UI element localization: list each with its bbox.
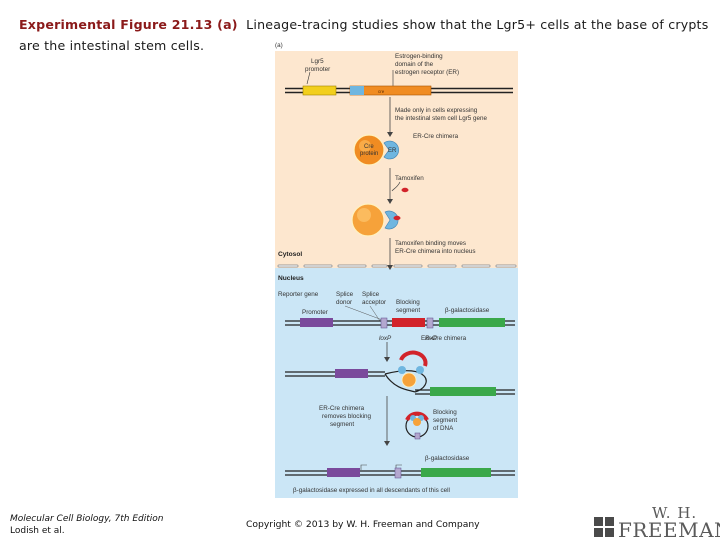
loxp-label-1: loxP	[379, 335, 392, 342]
tamoxifen-binding-2: ER-Cre chimera into nucleus	[395, 248, 476, 255]
lineage-tracing-diagram: (a) Lgr5 promoter Estrogen-binding domai…	[275, 42, 518, 498]
er-domain-bound	[384, 210, 399, 230]
cytosol-region	[275, 51, 518, 268]
book-citation: Molecular Cell Biology, 7th Edition Lodi…	[10, 513, 163, 537]
tamoxifen-molecule	[401, 187, 409, 193]
cytosol-label: Cytosol	[278, 251, 302, 258]
reporter-promoter-2	[335, 369, 368, 378]
cre-label-1: Cre	[364, 144, 374, 150]
cre-label-2: protein	[360, 151, 378, 157]
removes-blocking-1: ER-Cre chimera	[319, 405, 365, 412]
estrogen-label-2: domain of the	[395, 61, 434, 68]
tamoxifen-binding-1: Tamoxifen binding moves	[395, 240, 466, 247]
cre-complex	[401, 372, 417, 388]
er-cre-chimera-label-2: ER-Cre chimera	[421, 335, 467, 342]
splice-donor-1: Splice	[336, 291, 354, 298]
logo-wh: W. H.	[652, 504, 698, 522]
estrogen-label-3: estrogen receptor (ER)	[395, 69, 459, 76]
promoter-label: Promoter	[302, 309, 328, 316]
beta-gal-gene	[439, 318, 505, 327]
removes-blocking-2: removes blocking	[322, 413, 371, 420]
blocking-dna-2: segment	[433, 417, 457, 424]
tamoxifen-arrow	[391, 181, 401, 192]
book-authors: Lodish et al.	[10, 526, 65, 536]
bottom-caption: β-galactosidase expressed in all descend…	[293, 487, 450, 494]
splice-acceptor-2: acceptor	[362, 299, 386, 306]
reporter-gene-label: Reporter gene	[278, 291, 319, 298]
tamoxifen-label: Tamoxifen	[395, 175, 424, 182]
slide-title: Experimental Figure 21.13 (a) Lineage-tr…	[19, 14, 709, 56]
logo-freeman: FREEMAN	[618, 518, 720, 542]
book-title: Molecular Cell Biology,	[10, 514, 112, 524]
figure-number: Experimental Figure 21.13 (a)	[19, 17, 238, 32]
book-edition: 7th Edition	[114, 514, 164, 524]
reporter-promoter	[300, 318, 333, 327]
logo-mark-icon	[594, 517, 618, 537]
splice-acceptor-1: Splice	[362, 291, 380, 298]
blocking-dna-1: Blocking	[433, 409, 457, 416]
lgr5-promoter-label-2: promoter	[305, 66, 330, 73]
er-domain	[383, 140, 399, 160]
loxp-site-2	[426, 317, 434, 329]
blocking-segment-1: Blocking	[396, 299, 420, 306]
copyright-notice: Copyright © 2013 by W. H. Freeman and Co…	[246, 519, 480, 530]
er-cre-chimera-label: ER-Cre chimera	[413, 133, 459, 140]
beta-gal-label: β-galactosidase	[445, 307, 490, 314]
nucleus-region	[275, 268, 518, 498]
estrogen-label-1: Estrogen-binding	[395, 53, 443, 60]
publisher-logo: W. H. FREEMAN	[594, 504, 720, 542]
final-promoter	[327, 468, 360, 477]
final-beta-gal	[421, 468, 491, 477]
final-loxp	[394, 467, 402, 479]
gene-label: cre	[378, 89, 385, 94]
blocking-segment-bar	[392, 318, 425, 327]
panel-label: (a)	[275, 42, 283, 49]
blocking-segment-2: segment	[396, 307, 420, 314]
lgr5-promoter	[302, 85, 337, 96]
loxp-site-1	[380, 317, 388, 329]
loxp-label-2: loxP	[425, 335, 438, 342]
blocking-dna-3: of DNA	[433, 425, 454, 432]
er-label: ER	[388, 148, 397, 154]
nucleus-label: Nucleus	[278, 275, 304, 282]
removes-blocking-3: segment	[330, 421, 354, 428]
er-segment	[350, 86, 364, 95]
made-only-1: Made only in cells expressing	[395, 107, 478, 114]
lgr5-promoter-label-1: Lgr5	[311, 58, 324, 65]
beta-gal-label-2: β-galactosidase	[425, 455, 470, 462]
splice-donor-2: donor	[336, 299, 352, 306]
blocking-loop	[399, 350, 428, 367]
figure-caption: Lineage-tracing studies show that the Lg…	[19, 17, 709, 53]
made-only-2: the intestinal stem cell Lgr5 gene	[395, 115, 488, 122]
dna-loop	[384, 370, 427, 393]
